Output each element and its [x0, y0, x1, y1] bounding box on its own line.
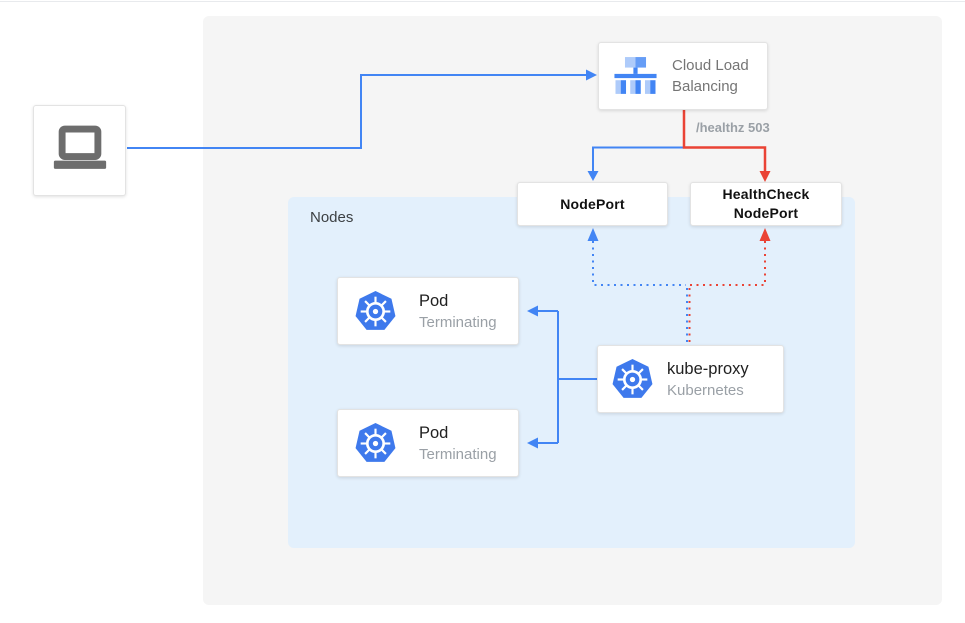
laptop-icon [53, 125, 106, 169]
pod-1-node: Pod Terminating [337, 277, 519, 345]
nodeport-node: NodePort [517, 182, 668, 226]
pod-2-node: Pod Terminating [337, 409, 519, 477]
kubernetes-icon [355, 422, 396, 462]
client-node [33, 105, 126, 196]
pod-status: Terminating [419, 445, 497, 463]
pod-title: Pod [419, 291, 449, 310]
healthcheck-nodeport-node: HealthCheck NodePort [690, 182, 842, 226]
kube-proxy-subtitle: Kubernetes [667, 381, 744, 399]
cloud-load-balancing-label: Cloud Load Balancing [672, 57, 749, 95]
kube-proxy-labels: kube-proxy Kubernetes [667, 358, 749, 401]
pod-2-labels: Pod Terminating [419, 422, 497, 465]
kubernetes-icon [355, 290, 396, 330]
kube-proxy-title: kube-proxy [667, 359, 749, 378]
cloud-load-balancing-icon [614, 57, 657, 94]
pod-status: Terminating [419, 313, 497, 331]
nodes-group-label: Nodes [310, 209, 354, 226]
kubernetes-icon [612, 358, 653, 398]
pod-1-labels: Pod Terminating [419, 290, 497, 333]
healthz-status-label: /healthz 503 [696, 120, 770, 135]
kube-proxy-node: kube-proxy Kubernetes [597, 345, 784, 413]
top-border-line [0, 1, 965, 2]
nodeport-label: NodePort [560, 196, 625, 212]
cloud-load-balancing-node: Cloud Load Balancing [598, 42, 768, 110]
pod-title: Pod [419, 423, 449, 442]
healthcheck-nodeport-label: HealthCheck NodePort [722, 186, 810, 221]
